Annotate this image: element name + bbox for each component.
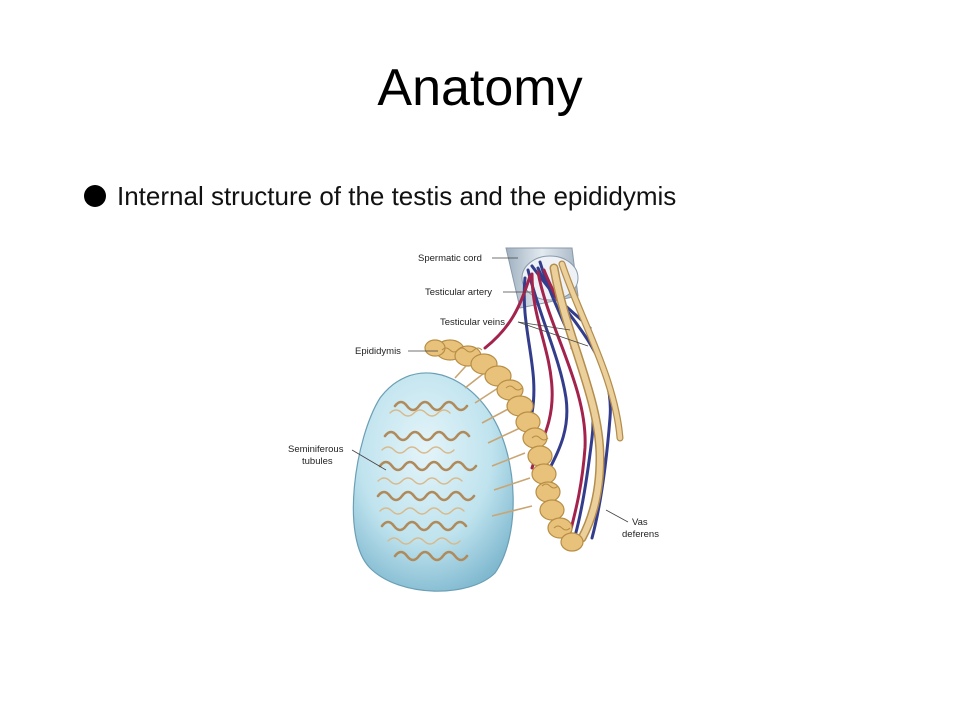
label-epididymis: Epididymis bbox=[355, 346, 401, 357]
testis bbox=[352, 355, 533, 592]
label-seminiferous-line1: Seminiferous bbox=[288, 444, 344, 455]
epididymis bbox=[424, 339, 584, 552]
label-testicular-artery: Testicular artery bbox=[425, 287, 492, 298]
vas-deferens bbox=[549, 260, 624, 543]
label-seminiferous-line2: tubules bbox=[302, 456, 333, 467]
label-spermatic-cord: Spermatic cord bbox=[418, 253, 482, 264]
label-vas-line2: deferens bbox=[622, 529, 659, 540]
bullet-item: Internal structure of the testis and the… bbox=[84, 176, 676, 216]
seminiferous-tubules bbox=[376, 400, 478, 562]
bullet-text: Internal structure of the testis and the… bbox=[117, 181, 677, 211]
bullet-dot-icon bbox=[84, 185, 106, 207]
leader-lines bbox=[351, 257, 629, 523]
label-vas-line1: Vas bbox=[632, 517, 648, 528]
testis-diagram-svg: Spermatic cord Testicular artery Testicu… bbox=[288, 247, 659, 592]
testis-illustration: Spermatic cord Testicular artery Testicu… bbox=[270, 238, 670, 598]
slide-title: Anatomy bbox=[377, 59, 583, 117]
label-testicular-veins: Testicular veins bbox=[440, 317, 505, 328]
